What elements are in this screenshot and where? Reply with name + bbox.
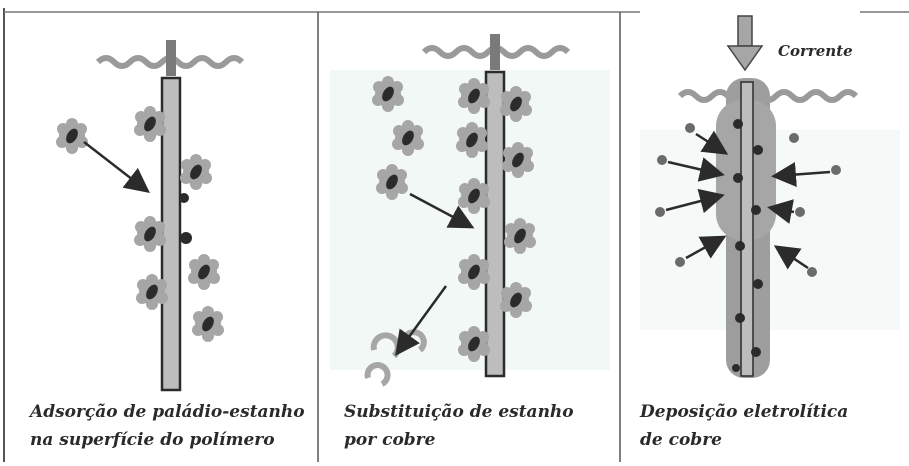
current-arrow [738, 16, 752, 46]
caption-adsorption-line-1: Adsorção de paládio-estanho [30, 402, 305, 422]
caption-deposition-line-2: de cobre [640, 430, 722, 450]
copper-ion [685, 123, 695, 133]
current-label: Corrente [778, 42, 853, 60]
caption-deposition-line-1: Deposição eletrolítica [640, 402, 848, 422]
polymer-rod [162, 78, 180, 390]
caption-adsorption-line-2: na superfície do polímero [30, 430, 275, 450]
caption-substitution-line-2: por cobre [344, 430, 435, 450]
polymer-rod [486, 72, 504, 376]
background-tint [330, 70, 610, 370]
free-pd-sn-particle [56, 118, 88, 154]
adsorption-arrow [84, 142, 146, 190]
panel-adsorption [56, 40, 242, 390]
caption-substitution-line-1: Substituição de estanho [344, 402, 574, 422]
